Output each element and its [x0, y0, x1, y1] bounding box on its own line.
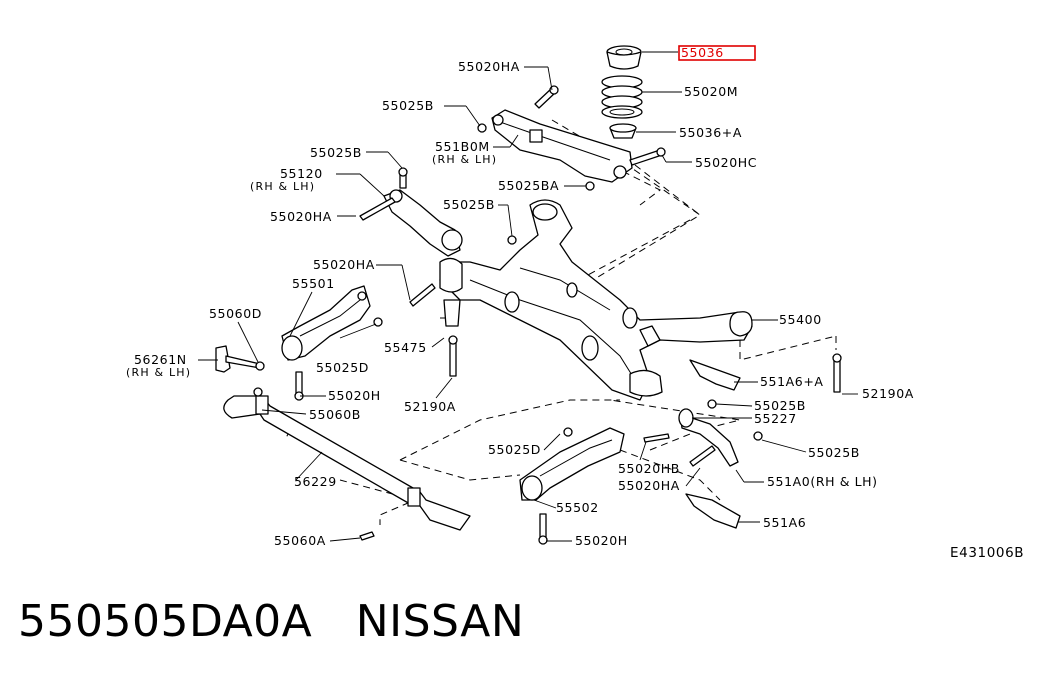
leader-lines [198, 51, 858, 542]
label-55025B-3: 55025B [443, 197, 495, 212]
label-551B0M: 551B0M [435, 139, 490, 154]
label-551A6: 551A6 [763, 515, 806, 530]
label-55060B: 55060B [309, 407, 361, 422]
bolt-52190A-left [448, 335, 458, 377]
label-55060A: 55060A [274, 533, 326, 548]
label-55120: 55120 [280, 166, 323, 181]
label-551B0M-sub: (RH & LH) [432, 153, 497, 166]
nut-55025D-right [563, 427, 573, 437]
part-number-title: 550505DA0A NISSAN [18, 596, 525, 647]
bump-stop-seat [606, 45, 642, 70]
stabilizer-link-56261N [215, 345, 261, 373]
label-551A0: 551A0(RH & LH) [767, 474, 878, 489]
label-55020H-1: 55020H [328, 388, 381, 403]
label-55025BA: 55025BA [498, 178, 559, 193]
bolt-55020HA-left [359, 197, 396, 221]
label-52190A-2: 52190A [862, 386, 914, 401]
nut-55025BA [585, 181, 595, 191]
bolt-55020HA-right [689, 445, 716, 467]
upper-link-arm [491, 109, 633, 183]
spring-lower-seat [609, 123, 637, 139]
part-labels: 55020HA 55025B 551B0M (RH & LH) 55036 55… [126, 45, 1024, 561]
label-56229: 56229 [294, 474, 337, 489]
bolt-55060A [359, 531, 375, 541]
subframe [439, 199, 753, 401]
diagram-code: E431006B [950, 545, 1024, 561]
label-55502: 55502 [556, 500, 599, 515]
nut-55025B-r1 [707, 399, 717, 409]
highlight-box [678, 45, 756, 61]
bracket-551A6 [685, 493, 741, 529]
label-55020HA-3: 55020HA [313, 257, 375, 272]
label-52190A-1: 52190A [404, 399, 456, 414]
label-55036-A: 55036+A [679, 125, 742, 140]
nut-55025B-r2 [753, 431, 763, 441]
label-55020HB: 55020HB [618, 461, 680, 476]
label-55025B-5: 55025B [808, 445, 860, 460]
label-55020HA-1: 55020HA [458, 59, 520, 74]
upper-arm-55120 [383, 167, 463, 257]
label-55020M: 55020M [684, 84, 738, 99]
label-55025B-2: 55025B [310, 145, 362, 160]
link-551A0 [678, 408, 739, 467]
label-551A6-A: 551A6+A [760, 374, 824, 389]
nut-55060D [255, 361, 265, 371]
label-55025D-2: 55025D [488, 442, 541, 457]
label-55020HA-2: 55020HA [270, 209, 332, 224]
bolt-55020HA-mid [409, 283, 436, 307]
coil-spring [601, 75, 643, 119]
bolt-55020HA-top [534, 85, 559, 109]
stabilizer-bar-56229 [223, 395, 471, 531]
label-55120-sub: (RH & LH) [250, 180, 315, 193]
label-56261N: 56261N [134, 352, 187, 367]
label-55020HC: 55020HC [695, 155, 757, 170]
nut-55025D-left [373, 317, 383, 327]
lower-arm-55502 [519, 427, 625, 501]
bracket-55475 [440, 299, 461, 327]
bolt-55020HC [629, 147, 666, 166]
bolt-52190A-right [832, 353, 842, 393]
label-55036: 55036 [681, 45, 724, 60]
bracket-551A6A [689, 359, 741, 391]
label-55227: 55227 [754, 411, 797, 426]
label-55025B-1: 55025B [382, 98, 434, 113]
nut-55060B [253, 387, 263, 397]
label-55501: 55501 [292, 276, 335, 291]
label-55475: 55475 [384, 340, 427, 355]
label-55025B-4: 55025B [754, 398, 806, 413]
lower-arm-55501 [281, 285, 371, 361]
bolt-55020H-right [538, 513, 548, 545]
label-55020HA-4: 55020HA [618, 478, 680, 493]
nut-55025B-mid [507, 235, 517, 245]
label-55025D-1: 55025D [316, 360, 369, 375]
label-55060D: 55060D [209, 306, 262, 321]
label-55400: 55400 [779, 312, 822, 327]
label-55020H-2: 55020H [575, 533, 628, 548]
bolt-55020HB [643, 433, 670, 443]
label-56261N-sub: (RH & LH) [126, 366, 191, 379]
